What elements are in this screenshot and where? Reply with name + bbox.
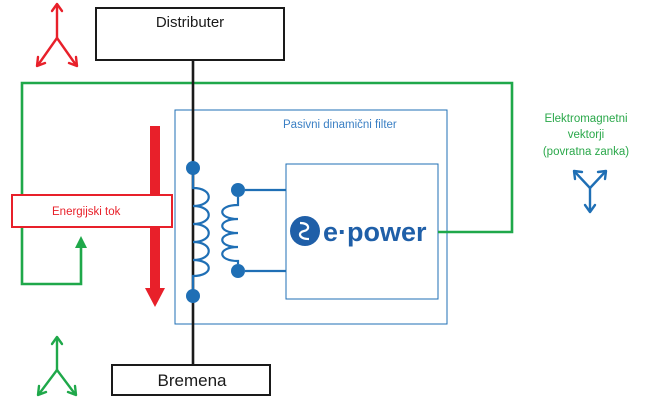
energy-flow-arrowhead [145, 288, 165, 307]
red-vectors-icon [35, 2, 79, 68]
primary-node-top [186, 161, 200, 175]
distributer-box [95, 7, 285, 61]
primary-coil [191, 175, 210, 289]
em-vectors-line1: Elektromagnetni [544, 113, 627, 125]
green-vectors-icon [36, 335, 78, 397]
filter-title: Pasivni dinamični filter [283, 119, 397, 131]
secondary-node-top [231, 183, 245, 197]
em-vectors-line2: vektorji [568, 129, 604, 141]
energy-flow-box [11, 194, 173, 228]
blue-vectors-icon [572, 169, 608, 214]
distributer-label: Distributer [156, 14, 224, 31]
bremena-label: Bremena [158, 371, 228, 390]
logo-swirl-icon [298, 221, 310, 241]
feedback-arrowhead [75, 236, 87, 248]
e-power-logo: e·power [290, 216, 427, 247]
bremena-box [111, 364, 271, 396]
em-vectors-line3: (povratna zanka) [543, 146, 629, 158]
feedback-loop-line [20, 81, 514, 286]
secondary-coil [221, 197, 240, 264]
secondary-node-bottom [231, 264, 245, 278]
filter-box [174, 109, 448, 325]
primary-node-bottom [186, 289, 200, 303]
energy-flow-label: Energijski tok [52, 206, 121, 218]
logo-text: e·power [323, 217, 427, 247]
